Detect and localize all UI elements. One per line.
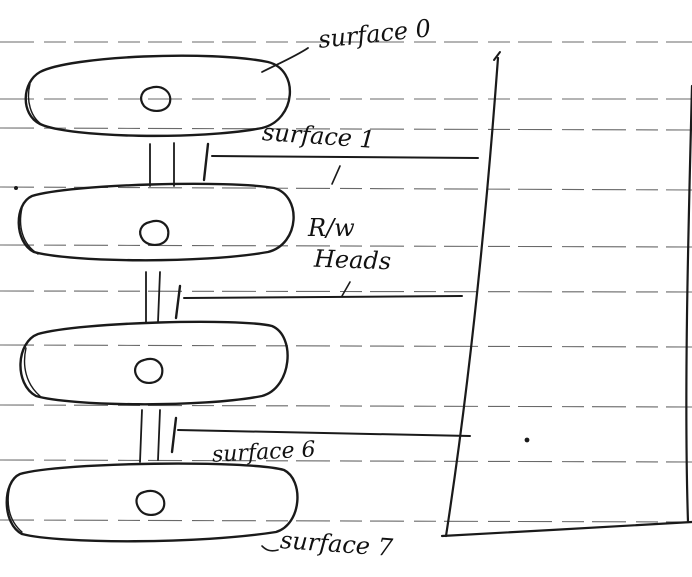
platter-4: [5, 462, 299, 543]
label-rw-heads-line1: R/w: [308, 214, 355, 242]
platter-1: [24, 54, 292, 138]
spindle-hole-1: [140, 85, 172, 112]
ruled-lines: [0, 41, 692, 523]
spindle-hole-3: [134, 357, 164, 384]
actuator-arm: [440, 51, 692, 538]
head-arm-1: [202, 142, 479, 182]
head-arm-2: [174, 284, 463, 320]
spindle-hole-2: [139, 219, 170, 246]
platter-3: [19, 320, 289, 406]
label-pointers: [261, 47, 351, 552]
stray-marks: [14, 186, 530, 443]
spindle-shaft: [139, 142, 175, 463]
label-surface-7: surface 7: [279, 526, 394, 562]
head-arm-3: [170, 416, 471, 454]
platter-2: [17, 182, 295, 262]
label-surface-1: surface 1: [261, 118, 376, 154]
label-surface-6: surface 6: [211, 437, 317, 468]
spindle-hole-4: [135, 489, 166, 516]
label-rw-heads-line2: Heads: [313, 244, 392, 276]
